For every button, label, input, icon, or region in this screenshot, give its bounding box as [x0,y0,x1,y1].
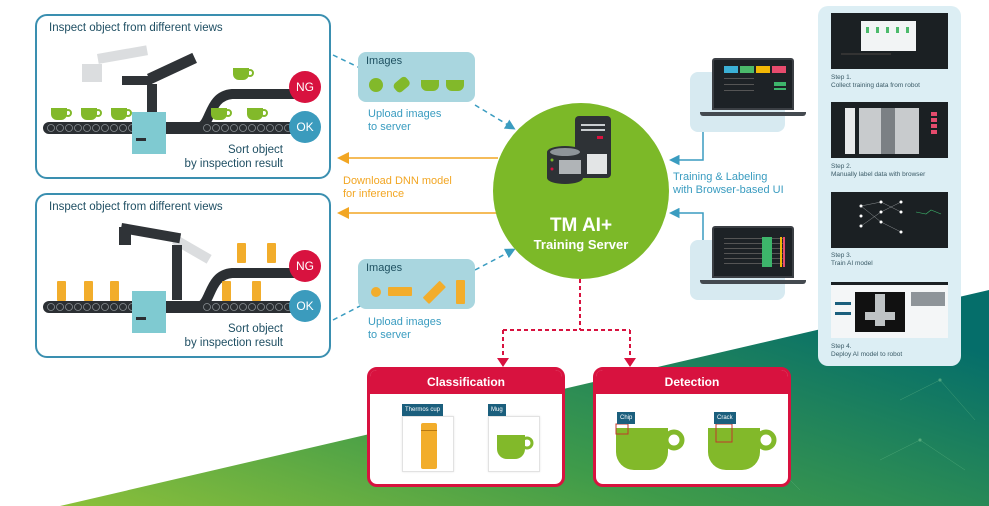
ng-badge: NG [289,250,321,282]
scenario-title: Inspect object from different views [49,201,223,213]
laptop-base [700,280,806,284]
download-caption: Download DNN model for inference [343,175,452,200]
thermos-views-icon [371,280,465,304]
mug-views-icon [369,76,464,93]
step-4-label: Step 4. Deploy AI model to robot [831,343,903,358]
images-box-thermos: Images [358,259,475,309]
detection-title: Detection [596,370,788,394]
conveyor-illustration [43,223,303,333]
detect-tag-chip: Chip [617,412,636,424]
step-1-screenshot [831,13,948,69]
sort-caption: Sort object by inspection result [184,323,283,349]
upload-caption: Upload images to server [368,108,442,133]
training-arrow-top [669,132,704,166]
step-3-label: Step 3. Train AI model [831,252,873,267]
step-2-screenshot [831,102,948,158]
class-tag-thermos: Thermos cup [402,404,444,416]
laptop-dashboard-screen [712,58,794,110]
images-box-mug: Images [358,52,475,102]
training-server: TM AI+ Training Server [493,103,669,279]
laptop-table-screen [712,226,794,278]
dashboard-ui-preview [724,66,786,91]
mug-crack-icon [708,423,777,470]
scenario-title: Inspect object from different views [49,22,223,34]
table-ui-preview [724,237,785,267]
mug-chip-icon [615,423,685,470]
training-caption: Training & Labeling with Browser-based U… [673,171,784,196]
scenario-panel-mug: Inspect object from different views [35,14,331,179]
step-2-label: Step 2. Manually label data with browser [831,163,926,178]
class-tag-mug: Mug [488,404,506,416]
upload-arrow-bottom [332,250,513,321]
sort-caption: Sort object by inspection result [184,144,283,170]
conveyor-illustration [43,45,303,154]
ng-badge: NG [289,71,321,103]
upload-caption: Upload images to server [368,316,442,341]
mug-thumbnail [488,416,540,472]
thermos-thumbnail [402,416,454,472]
thermos-icon [421,423,437,469]
step-1-label: Step 1. Collect training data from robot [831,74,920,89]
step-3-screenshot [831,192,948,248]
training-arrow-bottom [669,207,704,245]
step-4-screenshot [831,282,948,338]
steps-panel: Step 1. Collect training data from robot… [818,6,961,366]
upload-arrow-top [332,54,513,128]
ok-badge: OK [289,111,321,143]
server-database-icon [547,116,611,184]
classification-card: Classification Thermos cup Mug [367,367,565,487]
scenario-panel-thermos: Inspect object from different views NG O… [35,193,331,358]
ok-badge: OK [289,290,321,322]
result-arrows [502,279,631,360]
server-subtitle: Training Server [533,237,629,252]
images-label: Images [366,262,403,274]
images-label: Images [366,55,403,67]
detection-card: Detection Chip Crack [593,367,791,487]
laptop-base [700,112,806,116]
detect-tag-crack: Crack [714,412,736,424]
server-title: TM AI+ [549,215,613,236]
classification-title: Classification [370,370,562,394]
mug-icon [497,435,534,459]
